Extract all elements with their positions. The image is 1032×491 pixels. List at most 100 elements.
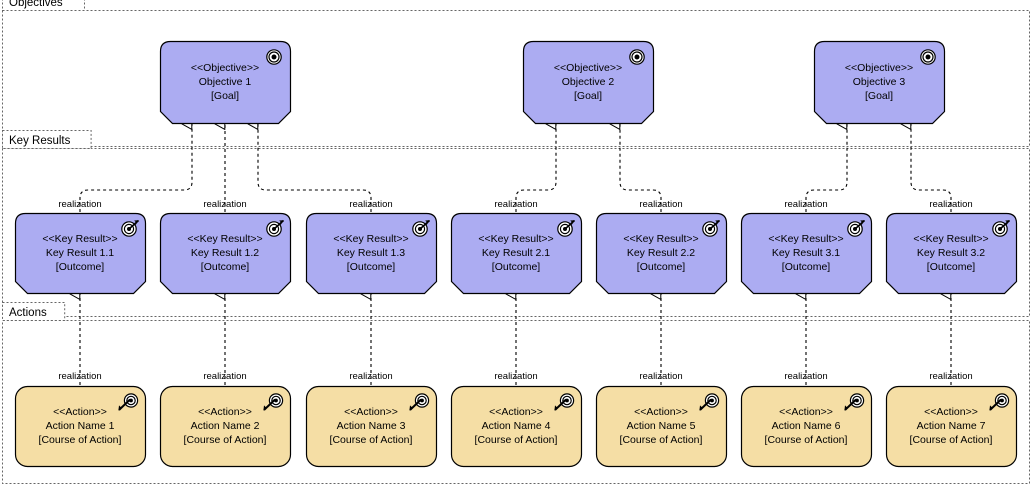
action-node[interactable]: <<Action>>Action Name 6[Course of Action… xyxy=(740,385,873,468)
key-result-node[interactable]: <<Key Result>>Key Result 3.2[Outcome] xyxy=(885,212,1018,295)
group-label-tab xyxy=(2,0,85,11)
node-shape xyxy=(450,385,583,468)
group-border xyxy=(2,10,1030,147)
realization-label: realization xyxy=(58,199,101,210)
key-result-node[interactable]: <<Key Result>>Key Result 1.2[Outcome] xyxy=(159,212,292,295)
group-g-actions[interactable]: Actions xyxy=(2,302,1030,484)
node-name: Key Result 3.1 xyxy=(772,247,840,259)
node-type: [Outcome] xyxy=(637,261,686,273)
node-shape xyxy=(595,212,728,295)
node-shape xyxy=(14,385,147,468)
node-type: [Course of Action] xyxy=(184,434,267,446)
node-shape xyxy=(305,385,438,468)
course-of-action-icon xyxy=(989,393,1010,411)
realization-label: realization xyxy=(58,371,101,382)
node-name: Action Name 2 xyxy=(191,420,260,432)
group-label-tab xyxy=(2,130,92,149)
node-stereotype: <<Key Result>> xyxy=(913,233,988,245)
node-type: [Course of Action] xyxy=(330,434,413,446)
key-result-node[interactable]: <<Key Result>> Key Result 3.1 [Outcome] xyxy=(740,212,873,295)
action-node[interactable]: <<Action>>Action Name 7[Course of Action… xyxy=(885,385,1018,468)
node-type: [Course of Action] xyxy=(475,434,558,446)
realization-label: realization xyxy=(349,371,392,382)
realization-connector[interactable] xyxy=(79,124,193,212)
group-label: Actions xyxy=(9,307,47,319)
node-stereotype: <<Action>> xyxy=(924,406,978,418)
node-shape xyxy=(595,385,728,468)
key-result-node[interactable]: <<Key Result>>Key Result 2.1[Outcome] xyxy=(450,212,583,295)
realization-label: realization xyxy=(784,199,827,210)
objective-node[interactable]: <<Objective>> Objective 1 [Goal] xyxy=(159,40,292,125)
realization-connector[interactable] xyxy=(515,124,557,212)
node-shape xyxy=(740,212,873,295)
course-of-action-icon xyxy=(263,393,284,411)
action-node[interactable]: <<Action>>Action Name 2[Course of Action… xyxy=(159,385,292,468)
node-name: Objective 3 xyxy=(853,76,906,88)
realization-connector[interactable] xyxy=(911,124,952,212)
group-label: Objectives xyxy=(9,0,63,9)
node-type: [Outcome] xyxy=(56,261,105,273)
group-g-objectives[interactable]: Objectives xyxy=(2,0,1030,147)
node-stereotype: <<Action>> xyxy=(779,406,833,418)
action-node[interactable]: <<Action>>Action Name 1[Course of Action… xyxy=(14,385,147,468)
course-of-action-icon xyxy=(554,393,575,411)
node-name: Key Result 1.3 xyxy=(337,247,405,259)
key-result-node[interactable]: <<Key Result>>Key Result 1.3[Outcome] xyxy=(305,212,438,295)
node-stereotype: <<Key Result>> xyxy=(333,233,408,245)
node-name: Action Name 4 xyxy=(482,420,551,432)
goal-icon xyxy=(629,49,645,65)
outcome-icon xyxy=(121,219,140,237)
node-type: [Outcome] xyxy=(201,261,250,273)
realization-label: realization xyxy=(494,199,537,210)
node-type: [Outcome] xyxy=(782,261,831,273)
realization-label: realization xyxy=(639,371,682,382)
realization-label: realization xyxy=(349,199,392,210)
outcome-icon xyxy=(557,219,576,237)
node-name: Key Result 2.1 xyxy=(482,247,550,259)
action-node[interactable]: <<Action>>Action Name 4[Course of Action… xyxy=(450,385,583,468)
realization-connector[interactable] xyxy=(620,124,662,212)
group-label: Key Results xyxy=(9,135,71,147)
node-name: Action Name 5 xyxy=(627,420,696,432)
node-stereotype: <<Action>> xyxy=(53,406,107,418)
node-stereotype: <<Key Result>> xyxy=(768,233,843,245)
node-name: Key Result 3.2 xyxy=(917,247,985,259)
node-name: Key Result 2.2 xyxy=(627,247,695,259)
realization-connector[interactable] xyxy=(805,124,848,212)
course-of-action-icon xyxy=(409,393,430,411)
objective-node[interactable]: <<Objective>>Objective 2[Goal] xyxy=(522,40,655,125)
realization-label: realization xyxy=(203,199,246,210)
outcome-icon xyxy=(992,219,1011,237)
objective-node[interactable]: <<Objective>>Objective 3[Goal] xyxy=(813,40,946,125)
realization-connector[interactable] xyxy=(258,124,372,212)
group-g-key-results[interactable]: Key Results xyxy=(2,130,1030,317)
realization-label: realization xyxy=(639,199,682,210)
node-shape xyxy=(885,212,1018,295)
course-of-action-icon xyxy=(844,393,865,411)
goal-icon xyxy=(920,49,936,65)
course-of-action-icon xyxy=(699,393,720,411)
group-label-tab xyxy=(2,302,66,321)
key-result-node[interactable]: <<Key Result>> Key Result 2.2 [Outcome] xyxy=(595,212,728,295)
node-shape xyxy=(885,385,1018,468)
node-shape xyxy=(14,212,147,295)
node-type: [Goal] xyxy=(211,90,239,102)
node-name: Objective 1 xyxy=(199,76,252,88)
action-node[interactable]: <<Action>>Action Name 5[Course of Action… xyxy=(595,385,728,468)
course-of-action-icon xyxy=(118,393,139,411)
node-type: [Course of Action] xyxy=(39,434,122,446)
node-stereotype: <<Objective>> xyxy=(191,62,259,74)
outcome-icon xyxy=(847,219,866,237)
key-result-node[interactable]: <<Key Result>>Key Result 1.1[Outcome] xyxy=(14,212,147,295)
outcome-icon xyxy=(412,219,431,237)
goal-icon xyxy=(266,49,282,65)
node-name: Key Result 1.2 xyxy=(191,247,259,259)
node-stereotype: <<Key Result>> xyxy=(623,233,698,245)
node-type: [Goal] xyxy=(574,90,602,102)
node-stereotype: <<Action>> xyxy=(634,406,688,418)
node-type: [Course of Action] xyxy=(910,434,993,446)
realization-label: realization xyxy=(494,371,537,382)
node-shape xyxy=(450,212,583,295)
action-node[interactable]: <<Action>>Action Name 3[Course of Action… xyxy=(305,385,438,468)
